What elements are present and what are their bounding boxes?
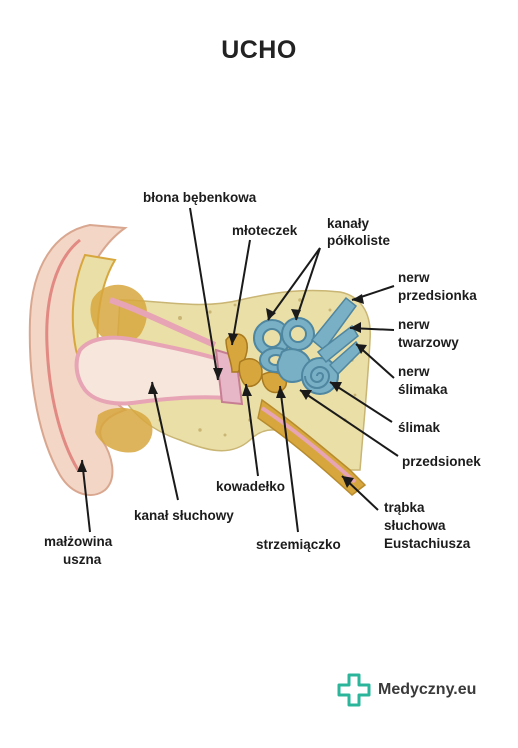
leader-slimak xyxy=(329,381,393,423)
leader-strzemiaczko xyxy=(279,385,299,533)
label-kanaly-line2: półkoliste xyxy=(327,233,391,248)
cartilage xyxy=(90,284,147,344)
leader-kowadelko xyxy=(245,383,259,477)
medyczny-logo[interactable]: Medyczny.eu xyxy=(336,672,476,708)
label-nerw-t-line2: twarzowy xyxy=(398,335,459,350)
vestibular-nerve xyxy=(310,296,358,352)
label-nerw-t-line1: nerw xyxy=(398,317,430,332)
eustachian-lining xyxy=(260,406,357,484)
label-nerw-p-line2: przedsionka xyxy=(398,288,477,303)
label-mloteczek: młoteczek xyxy=(232,223,298,238)
label-kowadelko: kowadełko xyxy=(216,479,285,494)
label-trabka-line1: trąbka xyxy=(384,500,425,515)
label-trabka-line2: słuchowa xyxy=(384,518,446,533)
cartilage-lower xyxy=(95,407,153,453)
label-kanal: kanał słuchowy xyxy=(134,508,234,523)
auricle-rim xyxy=(45,238,81,471)
label-strzemiaczko: strzemiączko xyxy=(256,537,341,552)
leader-przedsionek xyxy=(299,389,399,457)
cochlea-spiral xyxy=(304,366,331,389)
medical-cross-icon xyxy=(337,673,371,707)
page-title: UCHO xyxy=(221,36,297,64)
label-trabka-line3: Eustachiusza xyxy=(384,536,471,551)
ear-canal xyxy=(74,335,231,406)
label-kanaly-line1: kanały xyxy=(327,216,370,231)
canal-upper-lining xyxy=(109,297,217,348)
label-malzowina-line2: uszna xyxy=(63,552,102,567)
ossicle-incus xyxy=(238,358,263,388)
label-przedsionek: przedsionek xyxy=(402,454,481,469)
leader-blona xyxy=(189,207,219,381)
label-nerw-p-line1: nerw xyxy=(398,270,430,285)
label-nerw-s-line1: nerw xyxy=(398,364,430,379)
facial-nerve xyxy=(316,324,359,364)
leader-mloteczek xyxy=(231,239,251,346)
leader-kanaly-a xyxy=(267,247,321,321)
logo-text: Medyczny.eu xyxy=(378,681,477,698)
arrowheads xyxy=(77,294,367,488)
leader-kanal xyxy=(151,381,179,501)
leader-kanaly-b xyxy=(295,247,321,321)
label-blona: błona bębenkowa xyxy=(143,190,257,205)
cochlea xyxy=(301,357,339,395)
label-nerw-s-line2: ślimaka xyxy=(398,382,448,397)
label-malzowina-line1: małżowina xyxy=(44,534,113,549)
label-slimak: ślimak xyxy=(398,420,441,435)
